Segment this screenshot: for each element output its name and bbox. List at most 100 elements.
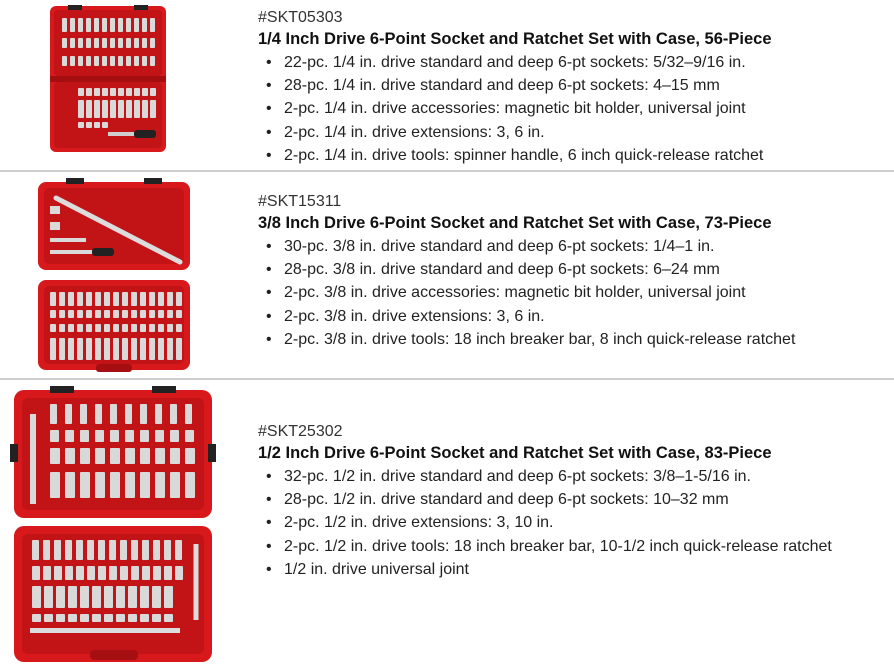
- socket-shape: [44, 586, 53, 608]
- socket-shape: [110, 430, 119, 442]
- socket-shape: [131, 566, 139, 580]
- feature-item: •28-pc. 1/2 in. drive standard and deep …: [258, 488, 854, 511]
- socket-set-case-image: [38, 178, 190, 372]
- product-sku: #SKT25302: [258, 423, 343, 440]
- socket-shape: [142, 38, 147, 48]
- feature-item: •2-pc. 1/4 in. drive extensions: 3, 6 in…: [258, 121, 854, 144]
- socket-shape: [175, 540, 182, 560]
- socket-shape: [167, 292, 173, 306]
- socket-shape: [86, 310, 92, 318]
- socket-shape: [95, 310, 101, 318]
- socket-shape: [104, 614, 113, 622]
- socket-shape: [68, 292, 74, 306]
- socket-shape: [95, 324, 101, 332]
- socket-shape: [150, 100, 156, 118]
- feature-item: •28-pc. 1/4 in. drive standard and deep …: [258, 74, 854, 97]
- socket-shape: [155, 430, 164, 442]
- socket-shape: [86, 100, 92, 118]
- socket-shape: [134, 100, 140, 118]
- socket-shape: [50, 430, 59, 442]
- socket-shape: [122, 292, 128, 306]
- socket-shape: [149, 338, 155, 360]
- socket-shape: [110, 56, 115, 66]
- socket-shape: [164, 540, 171, 560]
- socket-shape: [128, 586, 137, 608]
- socket-shape: [134, 38, 139, 48]
- socket-shape: [104, 292, 110, 306]
- feature-item: •2-pc. 1/2 in. drive extensions: 3, 10 i…: [258, 511, 854, 534]
- socket-shape: [153, 566, 161, 580]
- bullet-icon: •: [266, 560, 272, 578]
- socket-shape: [185, 430, 194, 442]
- socket-shape: [98, 540, 105, 560]
- socket-shape: [59, 338, 65, 360]
- socket-shape: [50, 404, 57, 424]
- product-sku: #SKT05303: [258, 9, 343, 26]
- socket-shape: [80, 430, 89, 442]
- socket-shape: [104, 310, 110, 318]
- socket-set-case-image: [50, 5, 166, 152]
- socket-shape: [77, 338, 83, 360]
- socket-shape: [98, 566, 106, 580]
- socket-shape: [77, 310, 83, 318]
- product-row-skt15311: #SKT15311 3/8 Inch Drive 6-Point Socket …: [0, 172, 894, 378]
- socket-shape: [140, 430, 149, 442]
- socket-shape: [102, 100, 108, 118]
- socket-shape: [104, 324, 110, 332]
- socket-shape: [185, 404, 192, 424]
- socket-shape: [158, 338, 164, 360]
- socket-shape: [142, 88, 148, 96]
- socket-shape: [43, 540, 50, 560]
- socket-shape: [94, 88, 100, 96]
- product-sku: #SKT15311: [258, 193, 342, 210]
- socket-shape: [95, 448, 105, 464]
- socket-shape: [131, 310, 137, 318]
- socket-shape: [113, 292, 119, 306]
- socket-shape: [68, 586, 77, 608]
- product-info: #SKT05303 1/4 Inch Drive 6-Point Socket …: [258, 8, 854, 167]
- socket-shape: [50, 448, 60, 464]
- socket-shape: [104, 586, 113, 608]
- feature-item: •30-pc. 3/8 in. drive standard and deep …: [258, 235, 894, 258]
- socket-shape: [140, 338, 146, 360]
- socket-shape: [150, 38, 155, 48]
- feature-item: •22-pc. 1/4 in. drive standard and deep …: [258, 51, 854, 74]
- row-divider: [0, 378, 894, 380]
- socket-shape: [62, 38, 67, 48]
- socket-shape: [142, 566, 150, 580]
- socket-shape: [78, 56, 83, 66]
- socket-shape: [32, 540, 39, 560]
- socket-shape: [80, 448, 90, 464]
- socket-shape: [86, 338, 92, 360]
- socket-shape: [70, 56, 75, 66]
- socket-shape: [59, 292, 65, 306]
- socket-shape: [155, 448, 165, 464]
- socket-shape: [110, 448, 120, 464]
- socket-shape: [167, 324, 173, 332]
- socket-shape: [68, 338, 74, 360]
- socket-shape: [32, 614, 41, 622]
- feature-list: •32-pc. 1/2 in. drive standard and deep …: [258, 465, 854, 581]
- socket-shape: [142, 100, 148, 118]
- socket-shape: [153, 540, 160, 560]
- socket-shape: [59, 310, 65, 318]
- socket-shape: [122, 338, 128, 360]
- socket-shape: [142, 540, 149, 560]
- socket-shape: [170, 430, 179, 442]
- socket-shape: [102, 38, 107, 48]
- socket-shape: [140, 472, 150, 498]
- bullet-icon: •: [266, 491, 272, 509]
- socket-shape: [65, 448, 75, 464]
- socket-shape: [70, 38, 75, 48]
- socket-shape: [68, 324, 74, 332]
- socket-shape: [78, 38, 83, 48]
- feature-item: •2-pc. 1/4 in. drive accessories: magnet…: [258, 97, 854, 120]
- socket-shape: [118, 100, 124, 118]
- socket-shape: [78, 88, 84, 96]
- socket-shape: [175, 566, 183, 580]
- socket-shape: [50, 292, 56, 306]
- socket-shape: [149, 292, 155, 306]
- socket-shape: [65, 472, 75, 498]
- socket-shape: [164, 566, 172, 580]
- socket-shape: [150, 88, 156, 96]
